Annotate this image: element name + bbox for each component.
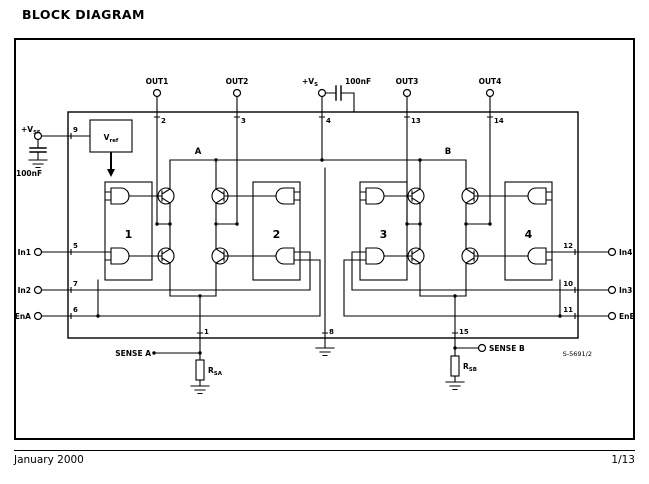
- bridge-a: A: [128, 147, 277, 297]
- footer-page-number: 1/13: [611, 454, 635, 466]
- sense-b-label: SENSE B: [489, 344, 525, 353]
- block-4-number: 4: [525, 228, 533, 241]
- sense-b-network: 15 SENSE B RSB: [445, 295, 525, 391]
- ena-terminal: [33, 311, 43, 321]
- transistor-b-lower-left: [407, 247, 425, 265]
- out2-label: OUT2: [226, 77, 249, 86]
- vss-terminal: [33, 131, 43, 141]
- out1-pin-number: 2: [161, 117, 166, 125]
- vref-label: Vref: [104, 133, 119, 144]
- out3-pin-number: 13: [411, 117, 421, 125]
- ic-outline: [67, 111, 579, 339]
- supply-capacitor-top: 100nF: [324, 77, 371, 113]
- vs-pin-number: 4: [326, 117, 331, 125]
- left-terminals: +VSS 9 Vref 100nF In1 5 In2 7 EnA 6: [15, 119, 321, 321]
- in2-terminal: [33, 285, 43, 295]
- transistor-a-upper-right: [211, 187, 229, 205]
- cap-left-label: 100nF: [16, 169, 42, 178]
- rsb-resistor: [450, 355, 460, 377]
- transistor-b-upper-left: [407, 187, 425, 205]
- ena-label: EnA: [15, 312, 31, 321]
- supply-capacitor-left: 100nF: [16, 138, 48, 178]
- bridge-b: B: [383, 147, 529, 297]
- block-1-number: 1: [125, 228, 133, 241]
- and-gate: [110, 247, 130, 265]
- transistor-b-upper-right: [461, 187, 479, 205]
- gnd-pin-number: 8: [329, 328, 334, 336]
- cap-top-label: 100nF: [345, 77, 371, 86]
- rsb-label: RSB: [463, 362, 477, 373]
- in3-pin-number: 10: [563, 280, 573, 288]
- sense-a-label: SENSE A: [115, 349, 151, 358]
- and-gate: [275, 247, 295, 265]
- ground-symbol-sense-a: [190, 385, 210, 395]
- out1-label: OUT1: [146, 77, 169, 86]
- in2-label: In2: [18, 286, 31, 295]
- block-diagram-figure: OUT1 OUT2 +VS OUT3 OUT4 100nF 2 3 4 13 1…: [14, 38, 635, 440]
- in1-pin-number: 5: [73, 242, 78, 250]
- gate-block-4: 4: [504, 181, 553, 281]
- and-gate: [110, 187, 130, 205]
- gate-block-3: 3: [359, 181, 408, 281]
- ground-symbol-left: [28, 159, 48, 169]
- in3-terminal: [607, 285, 617, 295]
- footer-rule: [14, 450, 635, 451]
- and-gate: [527, 247, 547, 265]
- in1-terminal: [33, 247, 43, 257]
- figure-code: S-5691/2: [563, 350, 592, 358]
- bridge-b-label: B: [445, 147, 451, 157]
- sense-b-pin-number: 15: [459, 328, 469, 336]
- ground-symbol-sense-b: [445, 381, 465, 391]
- junction-dots: [96, 158, 562, 355]
- rsa-resistor: [195, 359, 205, 381]
- out2-terminal: [232, 88, 242, 98]
- page-title: BLOCK DIAGRAM: [22, 7, 145, 22]
- out3-terminal: [402, 88, 412, 98]
- right-terminals: In4 12 In3 10 EnB 11: [343, 242, 635, 321]
- vs-label: +VS: [302, 77, 318, 88]
- vs-terminal: [317, 88, 327, 98]
- sense-a-pin-number: 1: [204, 328, 209, 336]
- gate-block-1: 1: [104, 181, 153, 281]
- bridge-a-label: A: [195, 147, 202, 157]
- in3-label: In3: [619, 286, 632, 295]
- out4-terminal: [485, 88, 495, 98]
- out2-pin-number: 3: [241, 117, 246, 125]
- in4-label: In4: [619, 248, 632, 257]
- figure-border: [14, 38, 635, 440]
- in1-label: In1: [18, 248, 31, 257]
- transistor-a-lower-left: [157, 247, 175, 265]
- transistor-a-lower-right: [211, 247, 229, 265]
- and-gate: [365, 247, 385, 265]
- and-gate: [275, 187, 295, 205]
- out4-pin-number: 14: [494, 117, 504, 125]
- sense-b-terminal: [477, 343, 487, 353]
- out4-label: OUT4: [479, 77, 502, 86]
- transistor-a-upper-left: [157, 187, 175, 205]
- transistor-b-lower-right: [461, 247, 479, 265]
- block-3-number: 3: [380, 228, 388, 241]
- ground-symbol-center: [315, 347, 335, 357]
- gate-block-2: 2: [252, 181, 301, 281]
- block-2-number: 2: [273, 228, 281, 241]
- enb-terminal: [607, 311, 617, 321]
- and-gate: [365, 187, 385, 205]
- ena-pin-number: 6: [73, 306, 78, 314]
- out1-terminal: [152, 88, 162, 98]
- and-gate: [527, 187, 547, 205]
- vref-arrowhead: [107, 169, 115, 177]
- out3-label: OUT3: [396, 77, 419, 86]
- in4-pin-number: 12: [563, 242, 573, 250]
- enb-pin-number: 11: [563, 306, 573, 314]
- rsa-label: RSA: [208, 366, 223, 377]
- vref-box: [89, 119, 133, 153]
- enb-label: EnB: [619, 312, 635, 321]
- vss-pin-number: 9: [73, 126, 78, 134]
- sense-a-network: 1 SENSE A RSA: [115, 295, 223, 395]
- gnd-pin-network: 8: [315, 167, 335, 357]
- footer-date: January 2000: [14, 454, 84, 466]
- in2-pin-number: 7: [73, 280, 78, 288]
- in4-terminal: [607, 247, 617, 257]
